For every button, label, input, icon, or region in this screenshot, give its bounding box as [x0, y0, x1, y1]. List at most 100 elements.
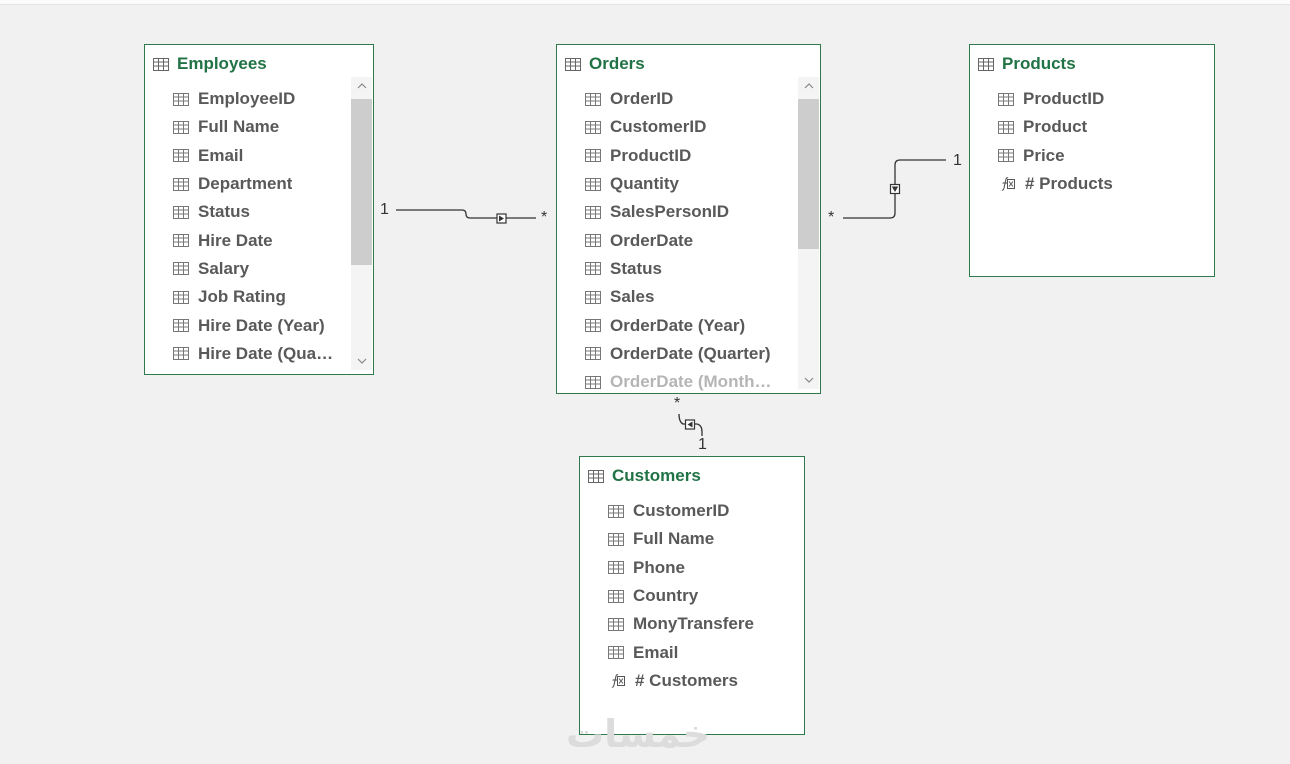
relationship-customers-orders[interactable]	[678, 413, 703, 436]
column-icon	[585, 319, 601, 333]
column-field[interactable]: Full Name	[145, 113, 351, 141]
table-icon	[153, 57, 169, 71]
field-name: OrderDate (Year)	[610, 315, 746, 335]
column-field[interactable]: Sales	[557, 283, 798, 311]
column-icon	[585, 234, 601, 248]
measure-field[interactable]: # Customers	[580, 667, 804, 695]
column-icon	[608, 617, 624, 631]
field-name: Full Name	[633, 529, 715, 549]
cardinality-one-products: 1	[953, 152, 962, 169]
field-name: Status	[198, 202, 250, 222]
relationship-employees-orders[interactable]	[396, 209, 536, 224]
field-name: Salary	[198, 258, 250, 278]
column-field[interactable]: EmployeeID	[145, 85, 351, 113]
column-icon	[173, 319, 189, 333]
column-icon	[998, 120, 1014, 134]
field-name: Product	[1023, 117, 1088, 137]
column-field[interactable]: Salary	[145, 255, 351, 283]
column-icon	[585, 347, 601, 361]
column-icon	[173, 234, 189, 248]
column-field[interactable]: Product	[970, 113, 1214, 141]
column-icon	[585, 149, 601, 163]
cardinality-many-orders-bottom: *	[674, 395, 681, 412]
column-icon	[173, 205, 189, 219]
column-field[interactable]: ProductID	[970, 85, 1214, 113]
column-field[interactable]: Hire Date	[145, 226, 351, 254]
relationship-products-orders[interactable]	[843, 159, 946, 219]
column-field[interactable]: Email	[580, 638, 804, 666]
column-field[interactable]: OrderDate (Month…	[557, 368, 798, 396]
column-field[interactable]: Phone	[580, 554, 804, 582]
column-field[interactable]: Hire Date (Qua…	[145, 340, 351, 368]
column-field[interactable]: Quantity	[557, 170, 798, 198]
scroll-down-arrow[interactable]	[351, 354, 372, 368]
column-icon	[173, 120, 189, 134]
table-orders[interactable]: Orders OrderID CustomerID ProductID Quantit…	[556, 44, 821, 394]
field-name: Hire Date	[198, 230, 273, 250]
column-field[interactable]: Department	[145, 170, 351, 198]
field-name: Status	[610, 258, 662, 278]
field-name: ProductID	[1023, 89, 1105, 109]
field-name: Phone	[633, 557, 685, 577]
column-field[interactable]: OrderID	[557, 85, 798, 113]
column-field[interactable]: OrderDate	[557, 226, 798, 254]
column-field[interactable]: Status	[557, 255, 798, 283]
measure-fx-icon	[1001, 177, 1015, 191]
table-header[interactable]: Orders	[565, 53, 645, 75]
column-field[interactable]: OrderDate (Year)	[557, 311, 798, 339]
column-icon	[585, 262, 601, 276]
column-field[interactable]: Hire Date (Year)	[145, 311, 351, 339]
watermark-logo: خمسات	[566, 712, 710, 756]
table-header[interactable]: Products	[978, 53, 1076, 75]
field-name: Hire Date (Year)	[198, 315, 325, 335]
field-name: EmployeeID	[198, 89, 296, 109]
column-field[interactable]: MonyTransfere	[580, 610, 804, 638]
field-name: # Customers	[635, 670, 738, 690]
column-field[interactable]: CustomerID	[580, 497, 804, 525]
table-title: Customers	[612, 466, 701, 485]
scroll-up-arrow[interactable]	[351, 79, 372, 93]
column-field[interactable]: Country	[580, 582, 804, 610]
cardinality-many-orders-right: *	[828, 209, 835, 226]
field-name: Quantity	[610, 174, 679, 194]
field-name: Department	[198, 174, 293, 194]
column-field[interactable]: Job Rating	[145, 283, 351, 311]
scroll-down-arrow[interactable]	[798, 373, 819, 387]
scroll-thumb[interactable]	[351, 99, 372, 265]
table-title: Products	[1002, 54, 1076, 73]
scrollbar[interactable]	[351, 77, 372, 370]
cardinality-many-orders-left: *	[541, 209, 548, 226]
scrollbar[interactable]	[798, 77, 819, 389]
table-header[interactable]: Customers	[588, 465, 701, 487]
column-icon	[173, 262, 189, 276]
table-header[interactable]: Employees	[153, 53, 267, 75]
field-name: CustomerID	[610, 117, 707, 137]
scroll-thumb[interactable]	[798, 99, 819, 249]
column-icon	[173, 149, 189, 163]
column-icon	[608, 589, 624, 603]
field-name: Full Name	[198, 117, 280, 137]
column-icon	[998, 149, 1014, 163]
column-field[interactable]: Full Name	[580, 525, 804, 553]
table-title: Orders	[589, 54, 645, 73]
field-name: OrderDate	[610, 230, 694, 250]
column-icon	[608, 532, 624, 546]
column-icon	[585, 120, 601, 134]
column-field[interactable]: Status	[145, 198, 351, 226]
column-field[interactable]: Price	[970, 142, 1214, 170]
column-field[interactable]: ProductID	[557, 142, 798, 170]
column-field[interactable]: Email	[145, 142, 351, 170]
column-field[interactable]: SalesPersonID	[557, 198, 798, 226]
scroll-up-arrow[interactable]	[798, 79, 819, 93]
column-field[interactable]: OrderDate (Quarter)	[557, 340, 798, 368]
cardinality-one-customers: 1	[698, 436, 707, 453]
table-icon	[565, 57, 581, 71]
measure-field[interactable]: # Products	[970, 170, 1214, 198]
table-icon	[978, 57, 994, 71]
column-field[interactable]: CustomerID	[557, 113, 798, 141]
field-name: # Products	[1025, 174, 1113, 194]
